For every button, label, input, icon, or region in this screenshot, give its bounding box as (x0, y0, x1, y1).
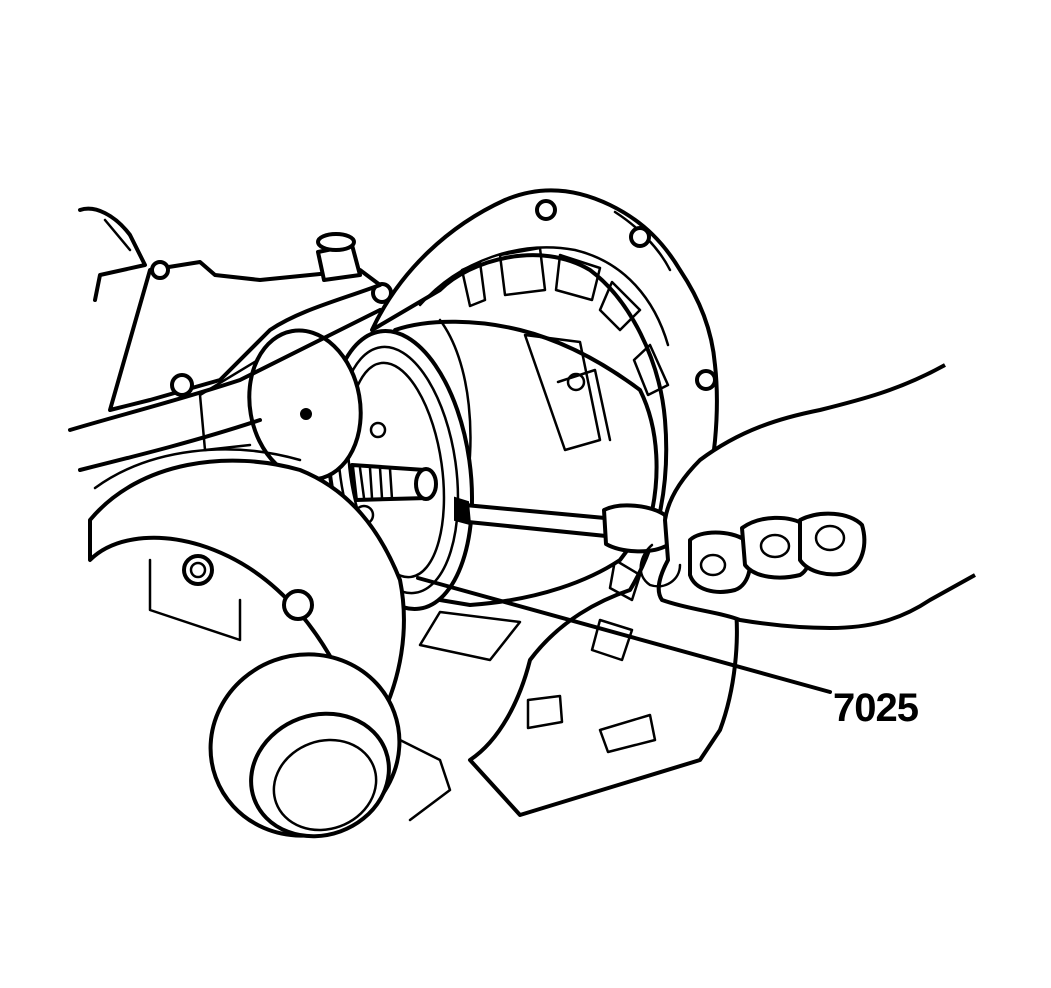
hand (639, 363, 976, 630)
flywheel (88, 448, 406, 722)
callout-label: 7025 (833, 686, 919, 730)
callout-leader-line (416, 576, 832, 694)
engine-block (68, 206, 382, 472)
bell-housing-flange (370, 188, 739, 817)
screwdriver-tool (454, 496, 670, 554)
bottom-pulley (208, 652, 452, 839)
